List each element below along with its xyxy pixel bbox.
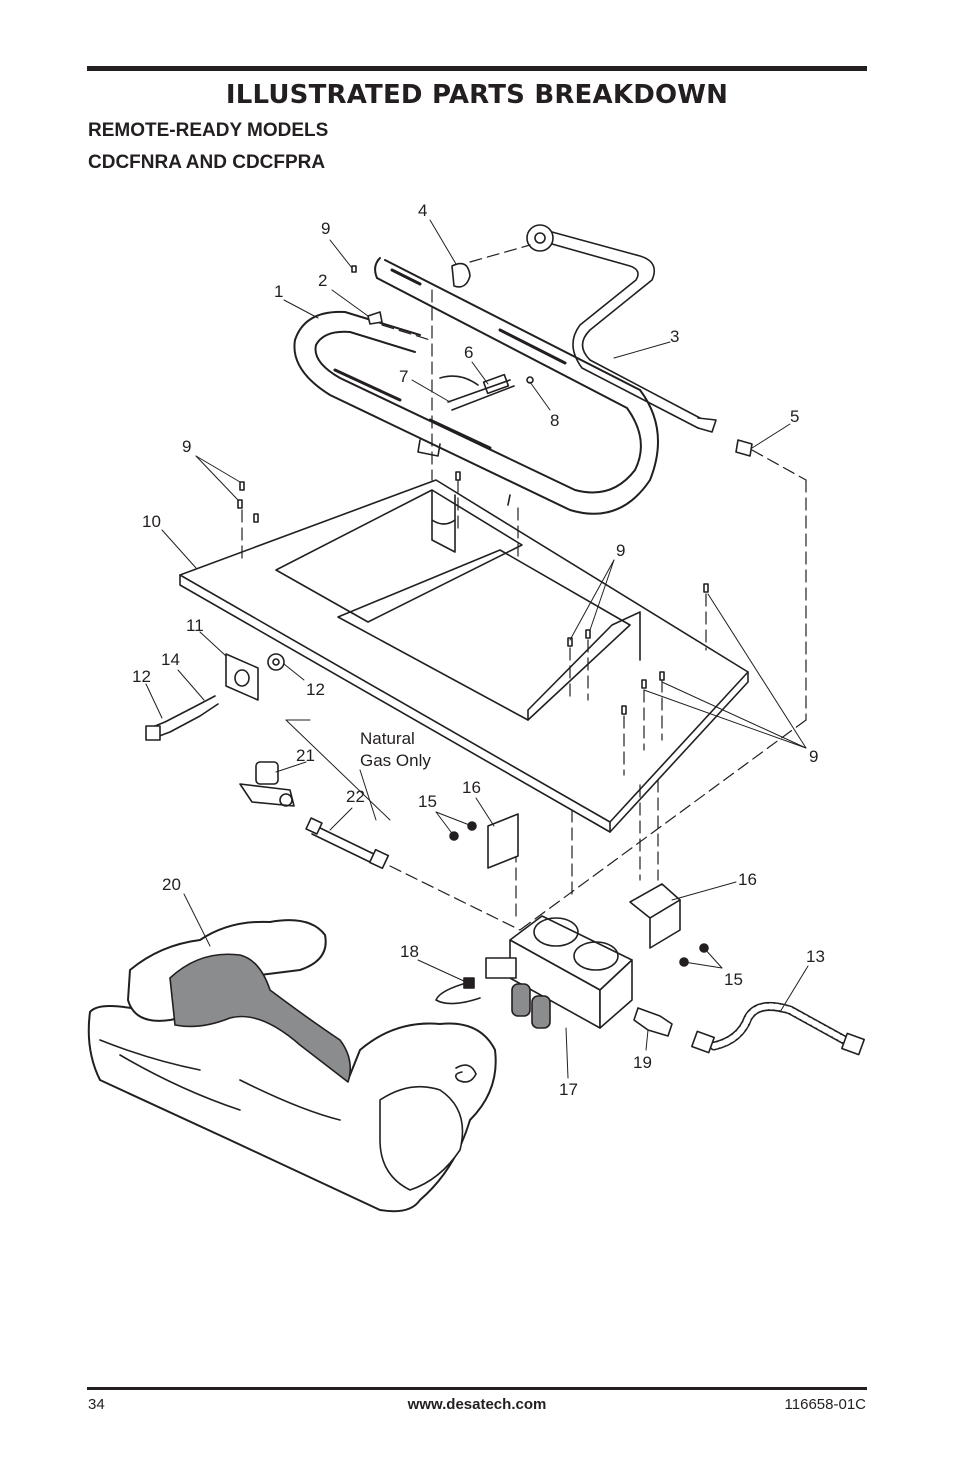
callout-21: 21 — [296, 746, 315, 765]
assembly-lines — [241, 244, 807, 931]
page-number: 34 — [88, 1396, 105, 1413]
callout-12-right: 12 — [306, 680, 325, 699]
callout-1: 1 — [274, 282, 283, 301]
callout-15-right: 15 — [724, 970, 743, 989]
callout-11: 11 — [186, 616, 204, 635]
subtitle-model-numbers: CDCFNRA AND CDCFPRA — [88, 152, 326, 173]
callout-22: 22 — [346, 787, 365, 806]
log-set — [87, 919, 497, 1213]
callout-13: 13 — [806, 947, 825, 966]
page-title: ILLUSTRATED PARTS BREAKDOWN — [225, 80, 729, 110]
document-number: 116658-01C — [784, 1396, 866, 1413]
regulator-line — [305, 817, 390, 870]
callout-10: 10 — [142, 512, 161, 531]
subtitle-models: REMOTE-READY MODELS — [88, 120, 329, 141]
callout-20: 20 — [162, 875, 181, 894]
callout-labels: 1 2 3 4 5 6 7 8 9 9 9 9 10 11 12 12 13 1… — [132, 201, 825, 1099]
fitting-5 — [735, 439, 753, 457]
valve-brackets — [487, 813, 681, 949]
bottom-rule — [87, 1387, 867, 1390]
burner-tube — [293, 257, 659, 515]
fitting-19 — [633, 1007, 673, 1037]
callout-19: 19 — [633, 1053, 652, 1072]
igniter-bracket — [225, 653, 285, 701]
natural-gas-note-line1: Natural — [360, 729, 415, 748]
bracket-4 — [451, 262, 471, 288]
callout-9-top: 9 — [321, 219, 330, 238]
website-link[interactable]: www.desatech.com — [407, 1396, 547, 1413]
pilot-assembly — [439, 373, 534, 411]
gas-regulator — [239, 761, 295, 807]
top-rule — [87, 66, 867, 71]
callout-9-center: 9 — [616, 541, 625, 560]
callout-16-left: 16 — [462, 778, 481, 797]
screws — [237, 265, 709, 715]
callout-5: 5 — [790, 407, 799, 426]
callout-16-right: 16 — [738, 870, 757, 889]
flex-gas-connector — [691, 1001, 865, 1056]
callout-6: 6 — [464, 343, 473, 362]
natural-gas-note-line2: Gas Only — [360, 751, 431, 770]
callout-9-right: 9 — [809, 747, 818, 766]
callout-17: 17 — [559, 1080, 578, 1099]
callout-15-left: 15 — [418, 792, 437, 811]
callout-9-left: 9 — [182, 437, 191, 456]
burner-base-pan — [179, 479, 749, 833]
callout-8: 8 — [550, 411, 559, 430]
gas-valve — [485, 915, 633, 1029]
thermopile-wire — [435, 981, 481, 1005]
callout-18: 18 — [400, 942, 419, 961]
callout-12-left: 12 — [132, 667, 151, 686]
callout-4: 4 — [418, 201, 427, 220]
callout-7: 7 — [399, 367, 408, 386]
orifice-2 — [367, 311, 383, 325]
callout-14: 14 — [161, 650, 180, 669]
leader-lines — [145, 219, 809, 1079]
callout-3: 3 — [670, 327, 679, 346]
piezo-igniter — [145, 695, 219, 741]
callout-2: 2 — [318, 271, 327, 290]
burner-gas-line — [526, 224, 717, 433]
